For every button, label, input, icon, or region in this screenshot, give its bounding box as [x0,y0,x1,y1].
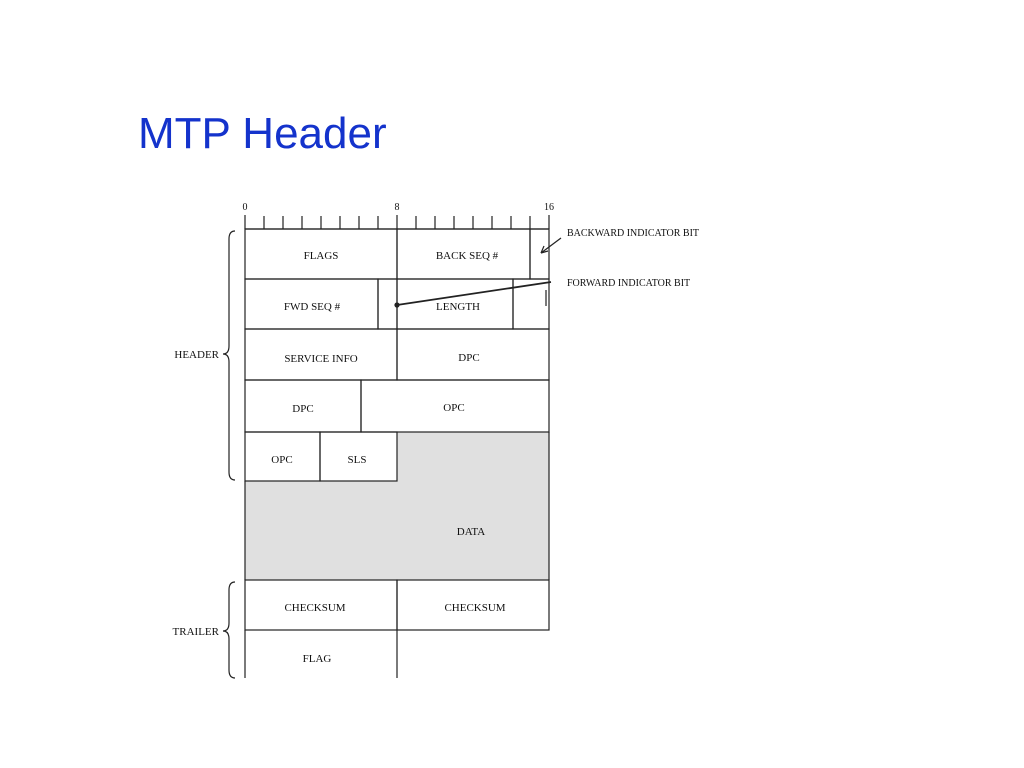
trailer-brace [222,581,236,679]
label-back-seq: BACK SEQ # [436,250,499,262]
field-forward-indicator-bit [377,278,398,330]
bit-label-16: 16 [544,202,554,213]
label-service-info: SERVICE INFO [284,353,357,365]
field-checksum-2 [396,579,550,631]
bit-label-0: 0 [243,202,248,213]
data-area [245,432,549,580]
label-opc-high: OPC [443,402,464,414]
field-opc-high [360,379,550,433]
label-opc-low: OPC [271,454,292,466]
label-fwd-seq: FWD SEQ # [284,301,341,313]
label-checksum-1: CHECKSUM [284,602,345,614]
slide-title: MTP Header [138,109,387,158]
backward-indicator-pointer [540,237,562,254]
forward-indicator-dot [394,302,400,308]
label-header-group: HEADER [174,349,219,361]
label-dpc-high: DPC [458,352,479,364]
label-length: LENGTH [436,301,480,313]
label-forward-indicator-bit: FORWARD INDICATOR BIT [567,278,690,289]
label-backward-indicator-bit: BACKWARD INDICATOR BIT [567,228,699,239]
field-backward-indicator-bit [529,228,550,280]
bit-ruler-ticks [244,215,550,229]
label-trailer-group: TRAILER [173,626,220,638]
label-flag: FLAG [303,653,332,665]
forward-indicator-pointer [396,281,552,306]
bit-label-8: 8 [395,202,400,213]
header-brace [222,230,236,481]
label-dpc-low: DPC [292,403,313,415]
label-flags: FLAGS [304,250,339,262]
backward-indicator-arrowhead [540,245,549,254]
label-data: DATA [457,526,486,538]
field-sls [319,431,398,482]
label-checksum-2: CHECKSUM [444,602,505,614]
field-flag [244,630,398,678]
label-sls: SLS [348,454,367,466]
